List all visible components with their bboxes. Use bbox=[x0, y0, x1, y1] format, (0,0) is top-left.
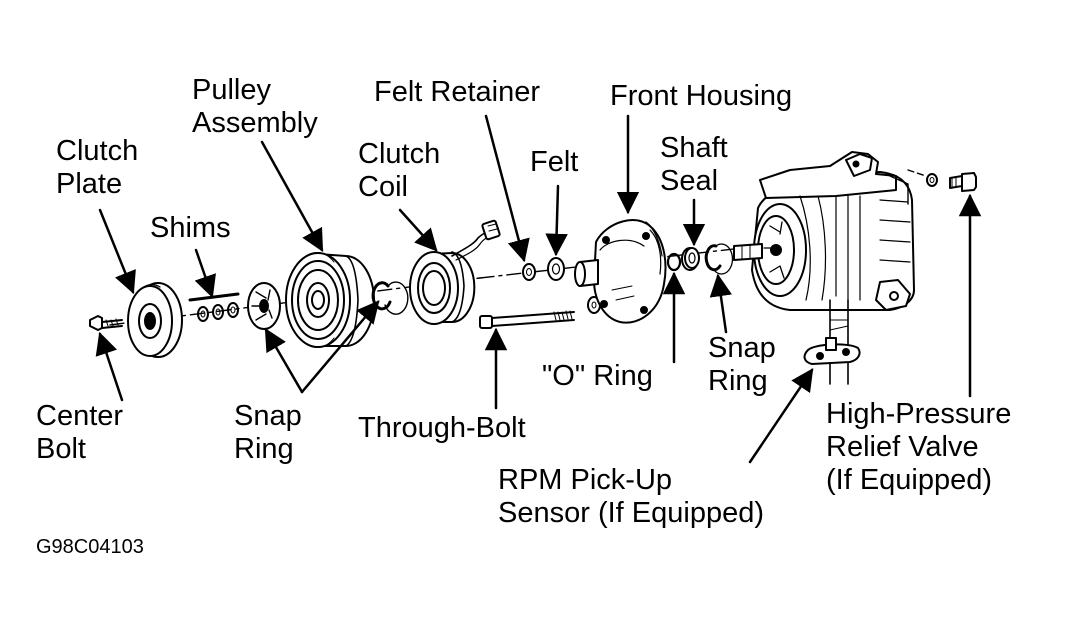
snap-ring-left bbox=[371, 281, 409, 315]
label-pulley-assembly: Pulley Assembly bbox=[192, 74, 318, 139]
compressor-body bbox=[733, 151, 915, 385]
label-snap-ring-left: Snap Ring bbox=[234, 400, 302, 465]
label-o-ring: "O" Ring bbox=[542, 360, 653, 392]
label-rpm-pickup-sensor: RPM Pick-Up Sensor (If Equipped) bbox=[498, 464, 764, 529]
clutch-coil bbox=[409, 219, 501, 325]
figure-code: G98C04103 bbox=[36, 536, 144, 558]
label-snap-ring-right: Snap Ring bbox=[708, 332, 776, 397]
label-shaft-seal: Shaft Seal bbox=[660, 132, 728, 197]
through-bolt bbox=[479, 310, 575, 329]
o-ring bbox=[666, 252, 682, 272]
label-high-pressure-relief-valve: High-Pressure Relief Valve (If Equipped) bbox=[826, 398, 1012, 496]
rpm-sensor bbox=[803, 337, 861, 365]
front-housing bbox=[574, 219, 667, 324]
snap-ring-right bbox=[704, 243, 734, 275]
shims bbox=[188, 292, 240, 322]
label-front-housing: Front Housing bbox=[610, 80, 793, 112]
label-clutch-coil: Clutch Coil bbox=[358, 138, 441, 203]
label-clutch-plate: Clutch Plate bbox=[56, 135, 139, 200]
label-felt: Felt bbox=[530, 146, 579, 178]
relief-valve bbox=[926, 172, 977, 192]
leader-arrows bbox=[95, 114, 982, 464]
clutch-plate bbox=[127, 282, 183, 358]
hub-plate bbox=[247, 282, 281, 330]
label-center-bolt: Center Bolt bbox=[36, 400, 124, 465]
felt-retainer bbox=[522, 263, 536, 281]
felt bbox=[547, 257, 565, 281]
label-through-bolt: Through-Bolt bbox=[358, 412, 526, 444]
label-felt-retainer: Felt Retainer bbox=[374, 76, 541, 108]
center-bolt bbox=[89, 315, 123, 331]
label-shims: Shims bbox=[150, 212, 231, 244]
pulley-assembly bbox=[285, 252, 375, 348]
shaft-seal bbox=[681, 247, 700, 271]
